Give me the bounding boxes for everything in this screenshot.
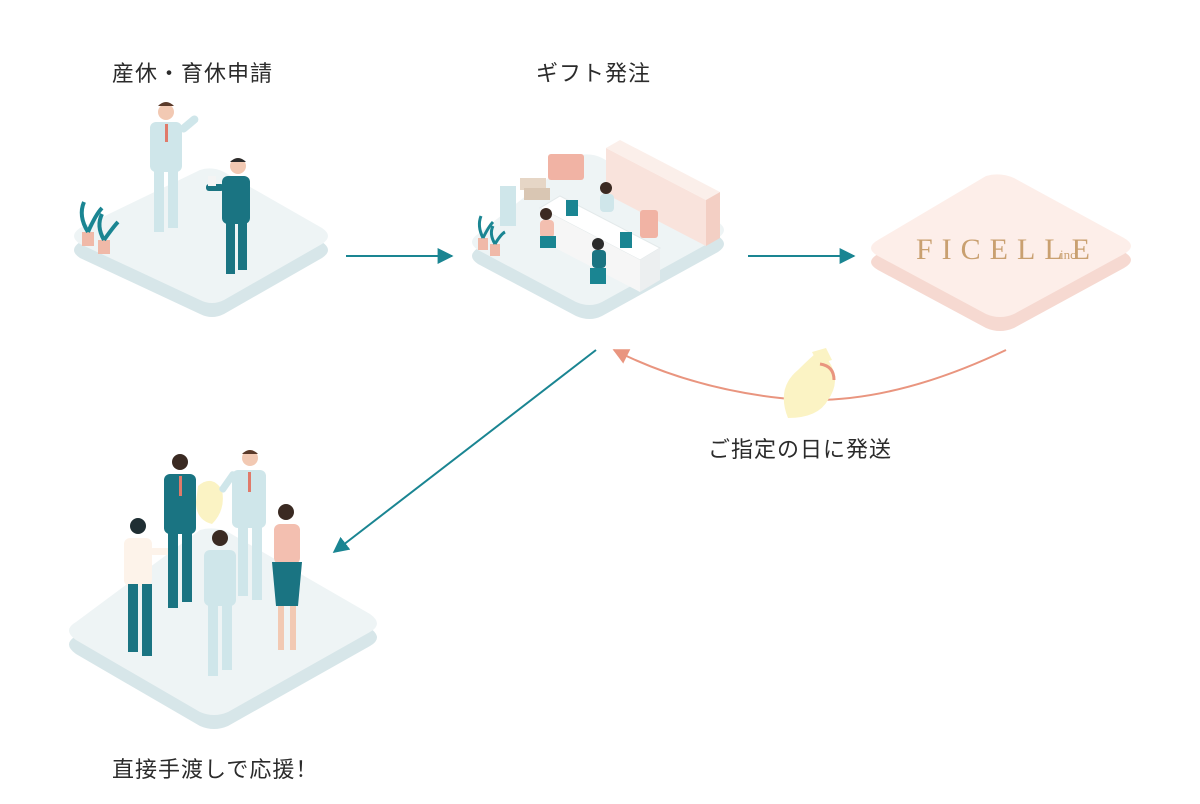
person-icon [206, 158, 250, 274]
arrow-brand-to-order [612, 349, 1007, 401]
person-icon [272, 504, 302, 650]
person-icon [219, 450, 266, 600]
step-label-gift-order: ギフト発注 [536, 62, 652, 87]
arrow-order-to-handover [332, 349, 597, 553]
step-label-handover: 直接手渡しで応援！ [112, 758, 319, 783]
plant-icon [79, 201, 120, 254]
person-icon [150, 102, 199, 232]
partition-icon [640, 210, 658, 238]
gift-order-platform [472, 140, 724, 319]
person-icon [204, 530, 236, 676]
person-icon [164, 454, 196, 608]
monitor-icon [566, 200, 578, 216]
person-icon [124, 518, 176, 656]
brand-platform: FICELLE inc. [871, 174, 1131, 331]
gift-bag-icon [196, 480, 223, 524]
partition-icon [548, 154, 584, 180]
plant-icon [477, 215, 506, 256]
gift-bag-icon [783, 348, 836, 418]
water-dispenser-icon [500, 178, 550, 226]
leave-request-platform [74, 102, 328, 317]
step-label-leave-request: 産休・育休申請 [112, 62, 274, 87]
person-icon [600, 182, 614, 212]
person-icon [540, 208, 556, 248]
step-label-delivery: ご指定の日に発送 [708, 438, 893, 463]
bookshelf-icon [606, 140, 720, 246]
person-icon [590, 238, 606, 284]
handover-platform [69, 450, 377, 729]
monitor-icon [620, 232, 632, 248]
brand-logo-suffix: inc. [1060, 247, 1079, 262]
brand-logo-name: FICELLE [916, 233, 1099, 266]
